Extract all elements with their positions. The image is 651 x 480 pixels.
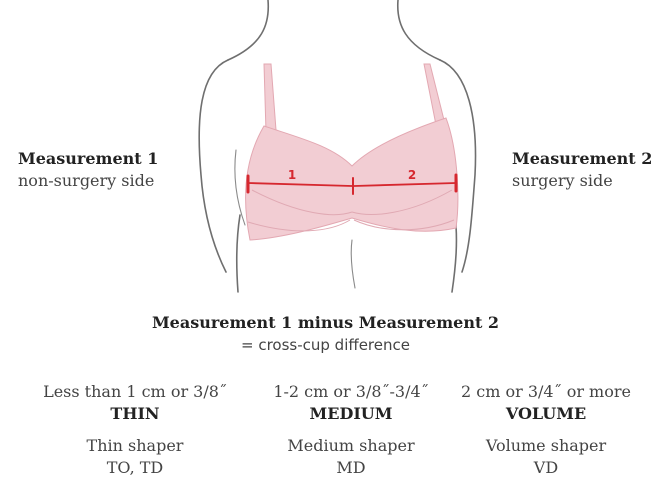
range-text: Less than 1 cm or 3/8˝ — [20, 381, 250, 403]
left-strap — [264, 64, 276, 132]
product-name: Volume shaper — [441, 435, 651, 457]
product-name: Thin shaper — [20, 435, 250, 457]
level-label: THIN — [20, 403, 250, 425]
measurement-2-title: Measurement 2 — [512, 149, 651, 168]
level-label: VOLUME — [441, 403, 651, 425]
measurement-1-number: 1 — [288, 168, 296, 182]
column-medium: 1-2 cm or 3/8˝-3/4˝ MEDIUM Medium shaper… — [236, 381, 466, 479]
measurement-2-subtitle: surgery side — [512, 170, 651, 192]
measurement-1-subtitle: non-surgery side — [18, 170, 158, 192]
level-label: MEDIUM — [236, 403, 466, 425]
left-armpit-line — [235, 150, 245, 225]
product-codes: MD — [236, 457, 466, 479]
neck-right-outline — [398, 0, 440, 60]
product-codes: TO, TD — [20, 457, 250, 479]
measurement-1-title: Measurement 1 — [18, 149, 158, 168]
range-text: 2 cm or 3/4˝ or more — [441, 381, 651, 403]
measurement-2-number: 2 — [408, 168, 416, 182]
formula-block: Measurement 1 minus Measurement 2 = cros… — [0, 312, 651, 356]
left-torso-outline — [237, 215, 240, 292]
product-name: Medium shaper — [236, 435, 466, 457]
bra-body — [246, 118, 458, 240]
left-arm-outline — [199, 60, 228, 272]
formula-text: Measurement 1 minus Measurement 2 — [0, 312, 651, 334]
column-thin: Less than 1 cm or 3/8˝ THIN Thin shaper … — [20, 381, 250, 479]
formula-result: = cross-cup difference — [0, 334, 651, 356]
measurement-2-label: Measurement 2 surgery side — [512, 148, 651, 192]
column-volume: 2 cm or 3/4˝ or more VOLUME Volume shape… — [441, 381, 651, 479]
product-codes: VD — [441, 457, 651, 479]
neck-left-outline — [228, 0, 268, 60]
range-text: 1-2 cm or 3/8˝-3/4˝ — [236, 381, 466, 403]
sternum-line — [351, 240, 355, 288]
measurement-1-label: Measurement 1 non-surgery side — [18, 148, 158, 192]
